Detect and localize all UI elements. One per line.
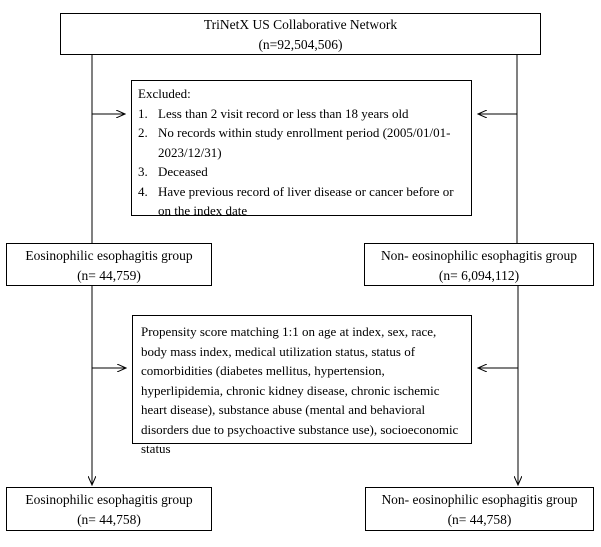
source-title: TriNetX US Collaborative Network: [203, 17, 398, 32]
exclusion-item: 4.Have previous record of liver disease …: [138, 183, 454, 219]
matched-non-eoe-label: Non- eosinophilic esophagitis group: [381, 492, 578, 507]
matching-text: Propensity score matching 1:1 on age at …: [141, 324, 459, 456]
matched-non-eoe-group-box: Non- eosinophilic esophagitis group (n= …: [365, 487, 594, 531]
matched-eoe-label: Eosinophilic esophagitis group: [25, 492, 193, 507]
non-eoe-group-label: Non- eosinophilic esophagitis group: [380, 248, 578, 263]
exclusion-heading: Excluded:: [138, 86, 191, 101]
matched-eoe-group-box: Eosinophilic esophagitis group (n= 44,75…: [6, 487, 212, 531]
matched-non-eoe-count: (n= 44,758): [447, 512, 512, 527]
matched-eoe-count: (n= 44,758): [77, 512, 141, 527]
eoe-group-label: Eosinophilic esophagitis group: [25, 248, 193, 263]
propensity-matching-box: Propensity score matching 1:1 on age at …: [132, 315, 472, 456]
exclusion-item: 1.Less than 2 visit record or less than …: [138, 105, 409, 121]
exclusion-list: 1.Less than 2 visit record or less than …: [138, 104, 465, 221]
eoe-group-box: Eosinophilic esophagitis group (n= 44,75…: [6, 243, 212, 286]
non-eoe-group-count: (n= 6,094,112): [438, 268, 520, 283]
exclusion-criteria-box: Excluded: 1.Less than 2 visit record or …: [131, 80, 472, 218]
exclusion-item: 3.Deceased: [138, 164, 208, 179]
exclusion-item: 2.No records within study enrollment per…: [138, 125, 451, 160]
eoe-group-count: (n= 44,759): [77, 268, 141, 283]
source-count: (n=92,504,506): [258, 37, 343, 52]
source-population-box: TriNetX US Collaborative Network (n=92,5…: [60, 13, 541, 55]
non-eoe-group-box: Non- eosinophilic esophagitis group (n= …: [364, 243, 594, 286]
